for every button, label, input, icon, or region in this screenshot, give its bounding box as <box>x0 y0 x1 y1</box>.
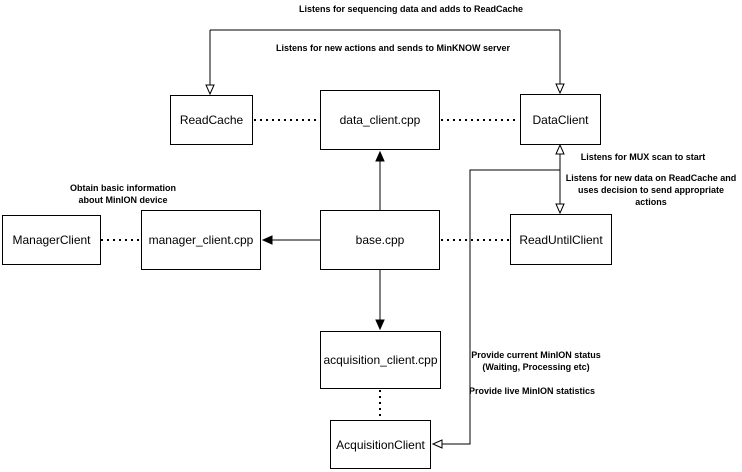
node-base-cpp: base.cpp <box>320 210 440 270</box>
annotation-sequencing-data: Listens for sequencing data and adds to … <box>298 4 524 14</box>
annotation-obtain-info: Obtain basic information about MinION de… <box>69 183 176 205</box>
node-acquisitionclient: AcquisitionClient <box>330 420 431 469</box>
annotation-minion-statistics: Provide live MinION statistics <box>468 386 596 396</box>
edge-into-acquisitionclient <box>431 169 560 449</box>
node-dataclient: DataClient <box>520 94 601 145</box>
annotation-minion-status: Provide current MinION status (Waiting, … <box>471 350 601 372</box>
node-readuntilclient: ReadUntilClient <box>510 214 612 265</box>
node-readcache: ReadCache <box>170 95 253 145</box>
annotation-minknow-server: Listens for new actions and sends to Min… <box>276 43 511 53</box>
node-acquisition-client-cpp: acquisition_client.cpp <box>320 331 441 389</box>
annotation-new-data-readcache: Listens for new data on ReadCache and us… <box>565 173 737 207</box>
node-manager-client-cpp: manager_client.cpp <box>141 210 261 270</box>
annotation-mux-scan: Listens for MUX scan to start <box>580 152 706 162</box>
node-data-client-cpp: data_client.cpp <box>320 90 440 150</box>
node-managerclient: ManagerClient <box>2 215 101 265</box>
